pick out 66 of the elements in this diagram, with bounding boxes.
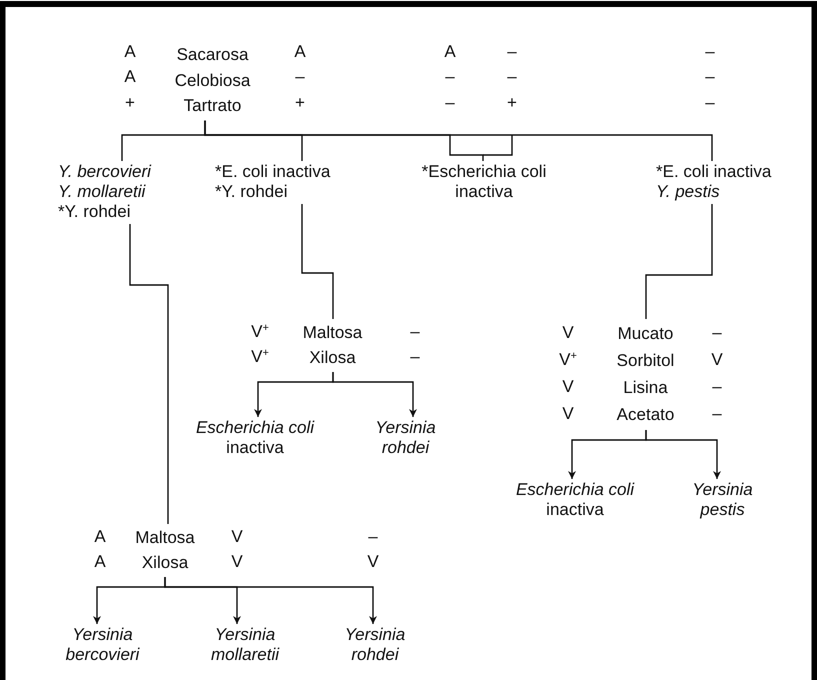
test-result: V$^{+}$ xyxy=(559,350,577,370)
organism-name: Yersinia rohdei xyxy=(374,418,437,458)
test-name: Xilosa xyxy=(308,347,357,369)
organism-name: Yersinia mollaretii xyxy=(210,625,280,665)
organism-name: Yersinia rohdei xyxy=(344,625,406,665)
organism-name: Escherichia coli inactiva xyxy=(514,480,636,520)
test-name: Lisina xyxy=(622,377,669,399)
organism-name: Escherichia coli inactiva xyxy=(194,418,316,458)
organism-name: Yersinia pestis xyxy=(691,480,754,520)
test-result: – xyxy=(445,93,455,113)
test-name: Maltosa xyxy=(302,322,364,344)
test-result: V xyxy=(231,552,243,572)
test-result: – xyxy=(445,67,455,87)
test-result: V$^{+}$ xyxy=(251,322,269,342)
connector-line xyxy=(301,204,334,319)
test-result: – xyxy=(410,347,420,367)
connector-line xyxy=(645,430,721,479)
test-result: A xyxy=(444,42,456,62)
test-result: – xyxy=(712,377,722,397)
test-name: Mucato xyxy=(616,323,674,345)
test-result: + xyxy=(295,93,305,113)
test-result: V xyxy=(231,527,243,547)
test-name: Acetato xyxy=(616,404,676,426)
organism-name: Y. mollaretii xyxy=(58,182,147,202)
test-result: – xyxy=(712,323,722,343)
test-result: – xyxy=(295,67,305,87)
test-result: A xyxy=(94,527,106,547)
test-name: Sacarosa xyxy=(176,44,250,66)
organism-name: *E. coli inactiva xyxy=(215,162,330,182)
organism-name: *Y. rohdei xyxy=(58,202,132,222)
test-result: V xyxy=(562,377,574,397)
test-name: Sorbitol xyxy=(616,350,676,372)
test-result: V xyxy=(711,350,723,370)
test-result: – xyxy=(507,42,517,62)
connector-line xyxy=(164,577,377,624)
test-result: A xyxy=(94,552,106,572)
organism-name: Y. pestis xyxy=(656,182,721,202)
test-result: – xyxy=(368,527,378,547)
test-result: V$^{+}$ xyxy=(251,347,269,367)
organism-name: *Escherichia coli inactiva xyxy=(420,162,548,202)
test-result: A xyxy=(124,67,136,87)
test-result: A xyxy=(124,42,136,62)
connector-line xyxy=(129,224,169,524)
test-name: Maltosa xyxy=(134,527,196,549)
test-result: + xyxy=(507,93,517,113)
organism-name: Yersinia bercovieri xyxy=(64,625,141,665)
test-result: – xyxy=(705,42,715,62)
test-result: V xyxy=(367,552,379,572)
organism-name: *E. coli inactiva xyxy=(656,162,772,182)
test-name: Celobiosa xyxy=(174,70,252,92)
organism-name: *Y. rohdei xyxy=(215,182,288,202)
test-result: – xyxy=(507,67,517,87)
test-result: – xyxy=(712,404,722,424)
test-result: + xyxy=(125,93,135,113)
test-result: A xyxy=(294,42,306,62)
connector-line xyxy=(204,120,713,161)
connector-line xyxy=(332,372,417,417)
test-result: – xyxy=(410,322,420,342)
test-result: V xyxy=(562,404,574,424)
test-result: – xyxy=(705,67,715,87)
organism-name: Y. bercovieri xyxy=(58,162,151,182)
test-name: Xilosa xyxy=(140,552,190,574)
connector-line xyxy=(645,204,713,319)
test-result: – xyxy=(705,93,715,113)
test-result: V xyxy=(562,323,574,343)
test-name: Tartrato xyxy=(182,95,242,117)
